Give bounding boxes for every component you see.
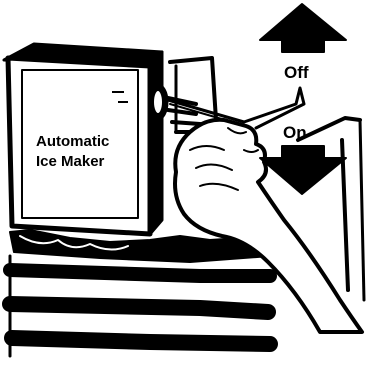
shutoff-arm-mount <box>147 83 202 134</box>
ice-maker-label-line1: Automatic <box>36 133 109 150</box>
off-label: Off <box>284 63 309 82</box>
arrow-up-icon <box>259 3 347 53</box>
hand-icon <box>173 117 364 334</box>
ice-maker-label-line2: Ice Maker <box>36 153 105 170</box>
ice-bin <box>2 229 278 358</box>
arrow-down-icon <box>259 145 347 195</box>
ice-maker-unit <box>2 42 164 237</box>
freezer-compartment <box>168 56 366 302</box>
on-label: On <box>283 123 307 142</box>
